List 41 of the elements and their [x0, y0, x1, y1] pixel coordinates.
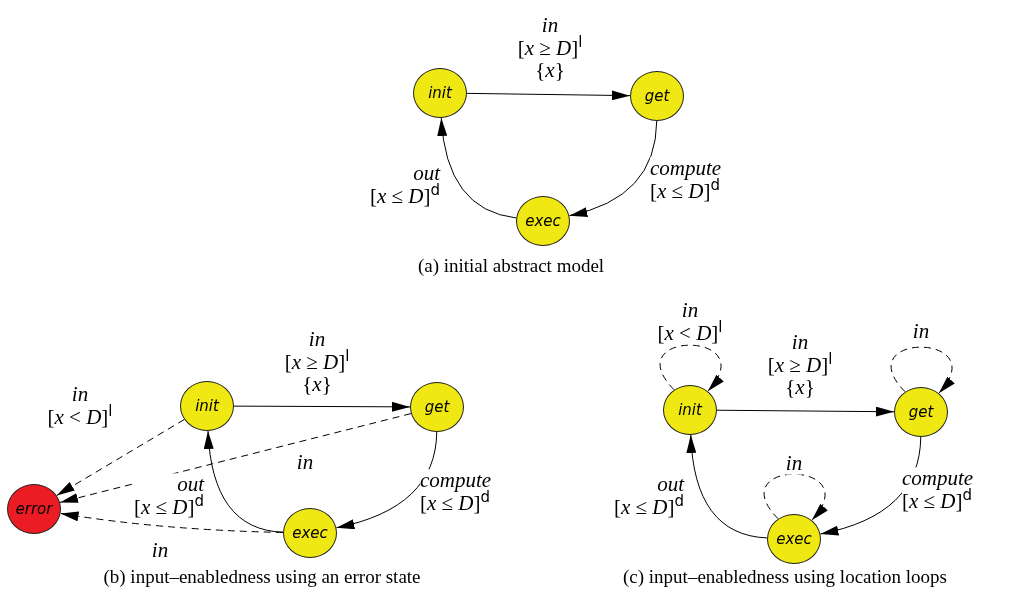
- edge-label: compute [x ≤ D]$^{d}$: [650, 157, 722, 203]
- state-name: exec: [292, 524, 328, 542]
- state-circle: [180, 381, 234, 431]
- state-name: init: [428, 84, 452, 102]
- state-name: get: [908, 403, 934, 421]
- loop-arrow: [890, 346, 954, 394]
- arrow: [568, 120, 658, 217]
- state-name: exec: [525, 212, 561, 230]
- edge-label: compute [x ≤ D]$^{d}$: [902, 467, 974, 513]
- loop-arrow: [659, 344, 723, 392]
- state-name: get: [424, 398, 450, 416]
- state-circle: [630, 71, 684, 121]
- edge-label: compute [x ≤ D]$^{d}$: [420, 469, 492, 515]
- arrow: [335, 431, 438, 529]
- state-circle: [7, 484, 61, 534]
- subfigure-caption: (b) input–enabledness using an error state: [103, 566, 421, 588]
- subfigure-caption: (a) initial abstract model: [417, 255, 605, 277]
- state-circle: [283, 508, 337, 558]
- subfigure-caption: (c) input–enabledness using location loops: [623, 566, 947, 588]
- state-circle: [516, 196, 570, 246]
- state-name: get: [644, 87, 670, 105]
- loop-arrow: [763, 473, 827, 521]
- dashed-arrow: [59, 413, 412, 503]
- dashed-arrow: [56, 419, 185, 496]
- dashed-arrow: [60, 511, 284, 533]
- state-circle: [410, 382, 464, 432]
- edge-label: out [x ≤ D]$^{d}$: [133, 473, 204, 519]
- state-name: exec: [776, 530, 812, 548]
- arrow: [466, 90, 631, 101]
- state-name: init: [195, 397, 219, 415]
- arrow: [204, 430, 284, 533]
- arrow: [716, 406, 895, 417]
- state-circle: [767, 514, 821, 564]
- arrow: [686, 434, 768, 539]
- arrow: [233, 401, 411, 412]
- state-name: init: [678, 401, 702, 419]
- state-circle: [894, 387, 948, 437]
- arrow: [437, 117, 517, 219]
- state-circle: [663, 385, 717, 435]
- state-circle: [413, 68, 467, 118]
- state-name: error: [15, 500, 53, 518]
